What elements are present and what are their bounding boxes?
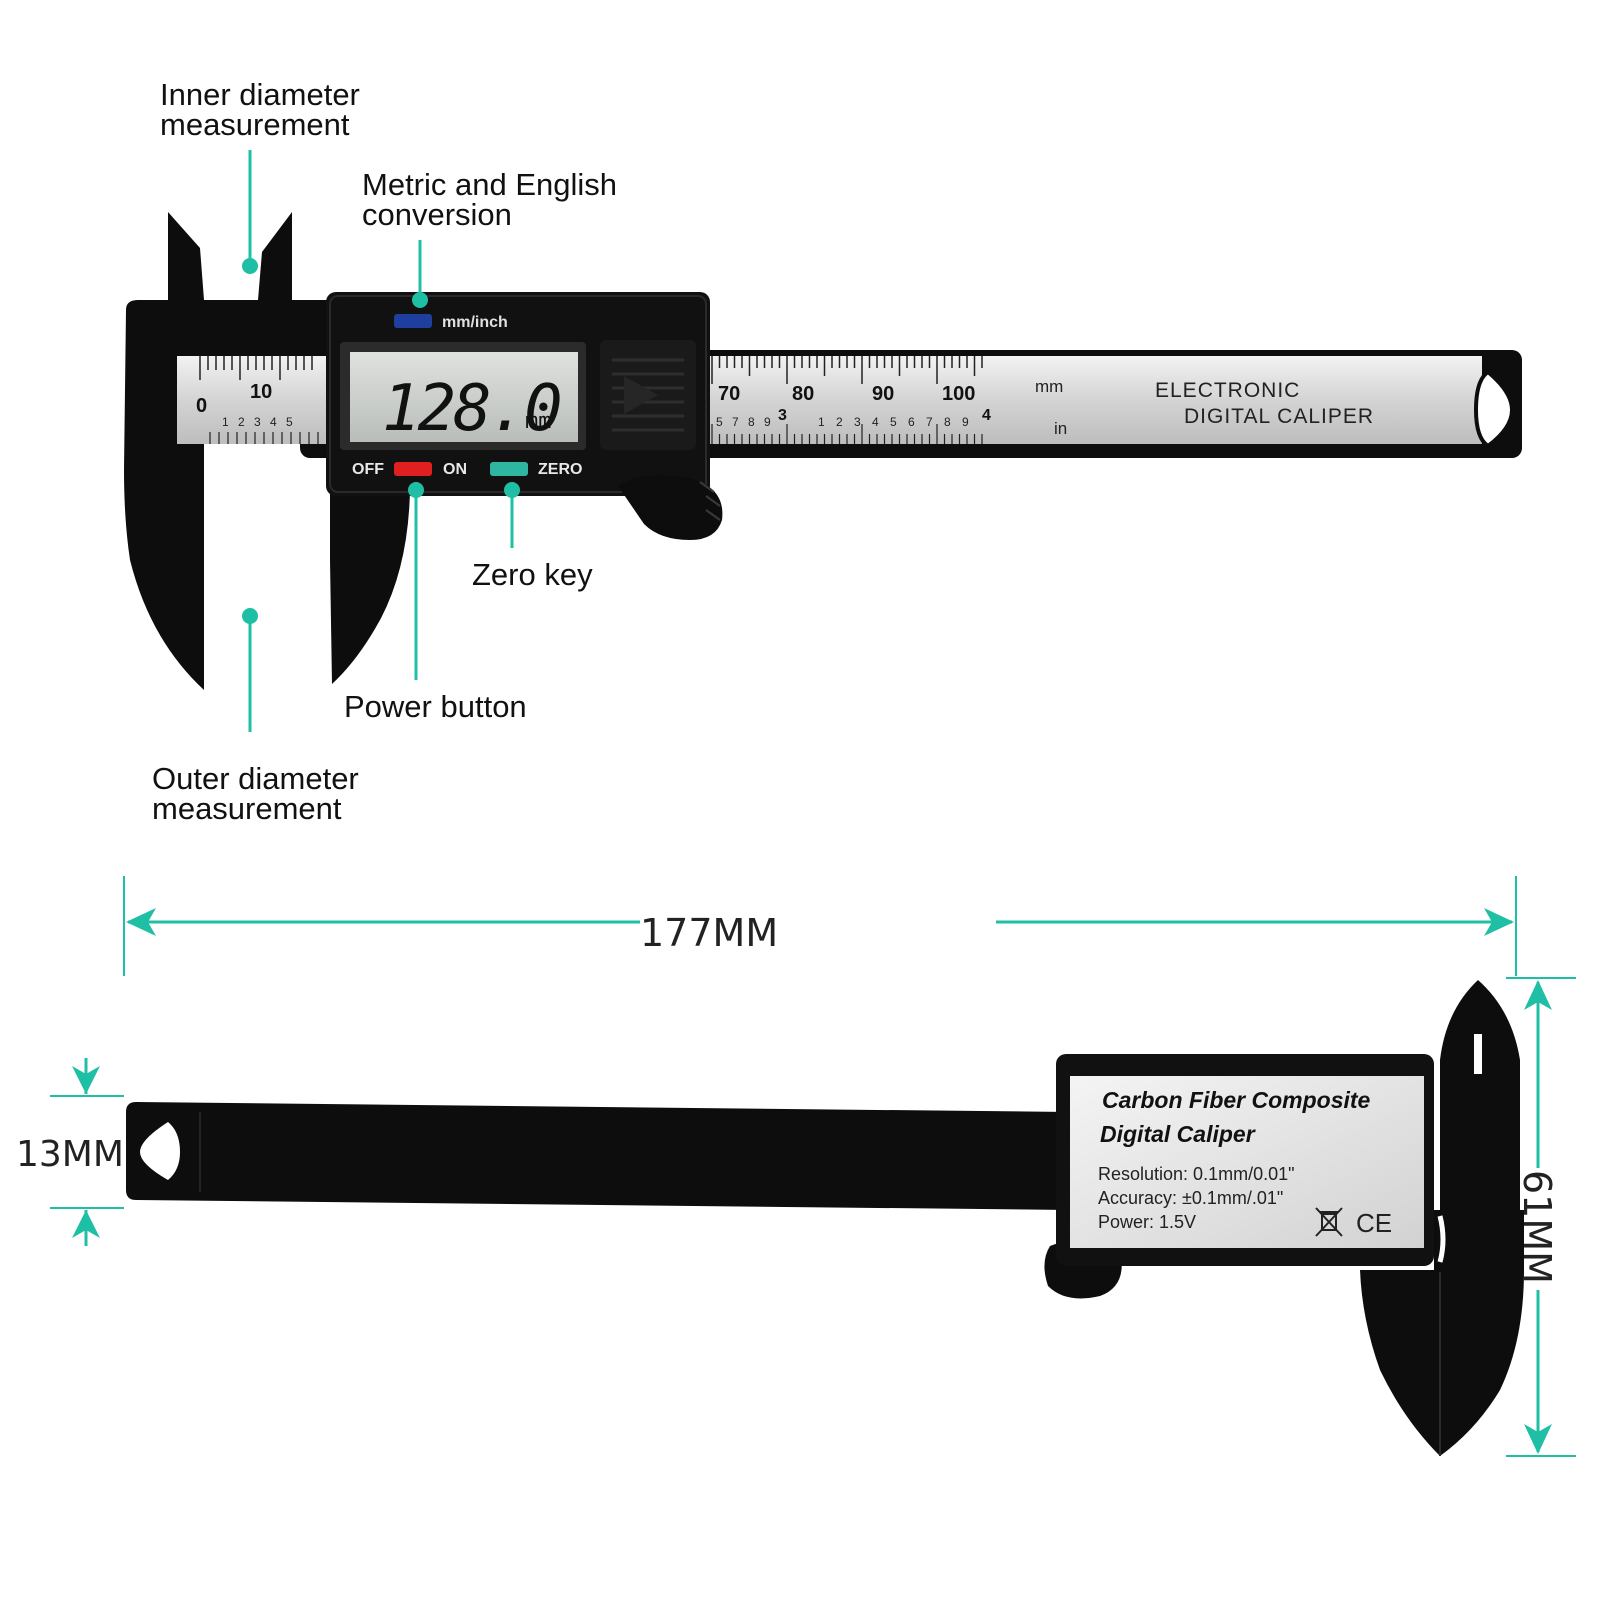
- ce-mark: CE: [1356, 1208, 1392, 1238]
- inner-diameter-line-1: Inner diameter: [160, 77, 360, 112]
- scale-number-80: 80: [792, 383, 814, 405]
- brand-line-2: DIGITAL CALIPER: [1184, 405, 1374, 428]
- inch-digit: 1: [818, 415, 825, 429]
- mm-inch-button[interactable]: [394, 314, 432, 328]
- inch-digit: 7: [732, 415, 739, 429]
- inch-digit: 2: [238, 415, 245, 429]
- height-dimension: 61MM: [1506, 977, 1576, 1457]
- thickness-dimension: 13MM: [16, 1058, 124, 1246]
- lcd-reading: 128.0: [382, 372, 560, 446]
- inch-digit: 5: [716, 415, 723, 429]
- back-jaw-bottom: [1360, 1270, 1524, 1456]
- thumb-grip: [699, 481, 721, 521]
- caliper-back: Carbon Fiber Composite Digital Caliper R…: [126, 980, 1524, 1456]
- mm-unit-label: mm: [1035, 377, 1063, 396]
- power-button-callout: Power button: [344, 689, 527, 724]
- thickness-label: 13MM: [16, 1134, 124, 1175]
- height-label: 61MM: [1515, 1170, 1559, 1284]
- height-arrow-top: [1524, 980, 1552, 1010]
- inch-digit: 8: [748, 415, 755, 429]
- outer-diameter-line-2: measurement: [152, 791, 342, 826]
- scale-number-90: 90: [872, 383, 894, 405]
- metric-english-line-1: Metric and English: [362, 167, 618, 202]
- inner-diameter-dot: [242, 258, 258, 274]
- callout-leaders: [242, 150, 520, 732]
- inner-jaw-fixed: [168, 212, 204, 300]
- inch-digit: 1: [222, 415, 229, 429]
- power-button[interactable]: [394, 462, 432, 476]
- lcd-screen: [350, 352, 578, 442]
- inch-mark-4: 4: [982, 407, 991, 424]
- crossed-out-bin-icon: [1315, 1207, 1343, 1237]
- metric-english-line-2: conversion: [362, 197, 512, 232]
- zero-label: ZERO: [538, 461, 582, 478]
- outer-diameter-callout: Outer diameter measurement: [152, 761, 359, 826]
- in-unit-label: in: [1054, 419, 1067, 438]
- outer-diameter-dot: [242, 608, 258, 624]
- thickness-arrow-top: [72, 1066, 100, 1094]
- zero-button[interactable]: [490, 462, 528, 476]
- metric-conversion-dot: [412, 292, 428, 308]
- outer-diameter-line-1: Outer diameter: [152, 761, 359, 796]
- length-arrow-left: [126, 908, 156, 936]
- inch-digit: 9: [962, 415, 969, 429]
- inch-digit: 4: [872, 415, 879, 429]
- hang-hole: [1473, 369, 1515, 449]
- inner-diameter-callout: Inner diameter measurement: [160, 77, 360, 142]
- zero-key-callout: Zero key: [472, 557, 593, 592]
- inch-digit: 7: [926, 415, 933, 429]
- length-label: 177MM: [640, 911, 778, 955]
- power-button-dot: [408, 482, 424, 498]
- scale-number-70: 70: [718, 383, 740, 405]
- scale-number-100: 100: [942, 383, 975, 405]
- length-arrow-right: [1484, 908, 1514, 936]
- inch-digit: 5: [286, 415, 293, 429]
- height-arrow-bottom: [1524, 1424, 1552, 1454]
- metric-english-callout: Metric and English conversion: [362, 167, 618, 232]
- off-label: OFF: [352, 461, 384, 478]
- inch-digit: 2: [836, 415, 843, 429]
- spec-label: [1070, 1076, 1424, 1248]
- mm-inch-label: mm/inch: [442, 314, 508, 331]
- brand-line-1: ELECTRONIC: [1155, 379, 1300, 402]
- zero-key-line-1: Zero key: [472, 557, 593, 592]
- label-resolution: Resolution: 0.1mm/0.01": [1098, 1164, 1295, 1184]
- outer-jaw-sliding: [330, 470, 411, 684]
- inner-jaw-sliding: [258, 212, 292, 300]
- inner-diameter-line-2: measurement: [160, 107, 350, 142]
- lcd-unit: mm: [525, 409, 552, 434]
- grip-arrow-icon: [624, 376, 658, 414]
- inch-digit: 9: [764, 415, 771, 429]
- inch-digit: 5: [890, 415, 897, 429]
- on-label: ON: [443, 461, 467, 478]
- label-power: Power: 1.5V: [1098, 1212, 1196, 1232]
- inch-digit: 6: [908, 415, 915, 429]
- inch-digit: 8: [944, 415, 951, 429]
- label-title-1: Carbon Fiber Composite: [1102, 1087, 1371, 1113]
- scale-ticks-left: [199, 356, 319, 444]
- zero-key-dot: [504, 482, 520, 498]
- back-jaw-top: [1440, 980, 1520, 1210]
- inch-mark-3: 3: [778, 407, 787, 424]
- thickness-arrow-bottom: [72, 1210, 100, 1238]
- scale-number-0: 0: [196, 395, 207, 417]
- thumb-wheel: [618, 475, 723, 540]
- length-dimension: 177MM: [123, 876, 1517, 976]
- inch-digit: 3: [254, 415, 261, 429]
- back-hang-hole: [140, 1122, 180, 1180]
- label-accuracy: Accuracy: ±0.1mm/.01": [1098, 1188, 1283, 1208]
- label-title-2: Digital Caliper: [1100, 1121, 1256, 1147]
- back-beam: [126, 1102, 1070, 1210]
- inch-digit: 3: [854, 415, 861, 429]
- inch-digit: 4: [270, 415, 277, 429]
- power-button-line-1: Power button: [344, 689, 527, 724]
- scale-number-10: 10: [250, 381, 272, 403]
- scale-ticks-right: [711, 356, 983, 444]
